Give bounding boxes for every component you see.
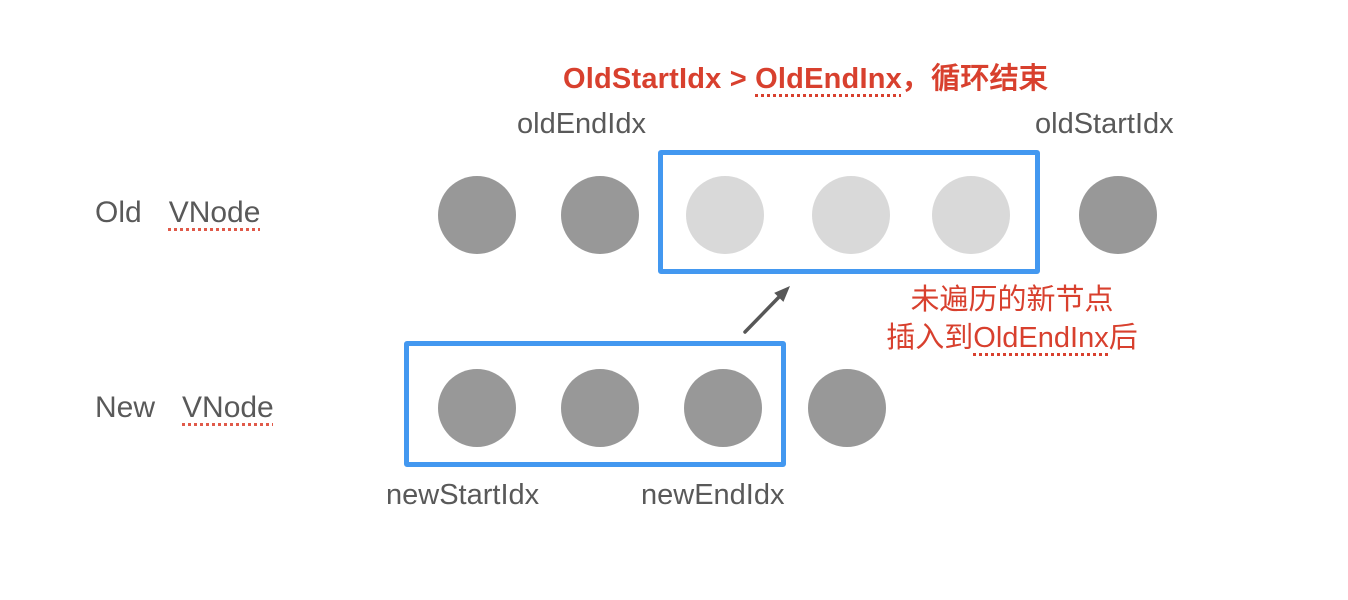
annotation-suffix: 后	[1108, 322, 1138, 355]
new-vnode-circle-2	[561, 369, 639, 447]
new-start-idx-label: newStartIdx	[386, 479, 540, 511]
new-end-idx-label: newEndIdx	[641, 479, 785, 511]
new-vnode-word: VNode	[182, 391, 274, 424]
headline-condition: OldStartIdx >	[563, 63, 756, 95]
old-vnode-circle-6	[1079, 176, 1157, 254]
new-vnode-circle-1	[438, 369, 516, 447]
old-vnode-circle-2	[561, 176, 639, 254]
old-end-idx-label: oldEndIdx	[517, 108, 646, 140]
headline-loop-end: ，循环结束	[901, 63, 1048, 95]
new-vnode-circle-3	[684, 369, 762, 447]
headline: OldStartIdx > OldEndInx，循环结束	[563, 55, 1048, 97]
annotation-line2: 插入到OldEndInx后	[836, 319, 1188, 357]
old-vnode-circle-1	[438, 176, 516, 254]
annotation-oldendinx: OldEndInx	[973, 322, 1109, 355]
old-unvisited-range-box	[658, 150, 1040, 274]
old-vnode-circle-5	[932, 176, 1010, 254]
insert-annotation: 未遍历的新节点 插入到OldEndInx后	[836, 281, 1188, 358]
old-vnode-circle-4	[812, 176, 890, 254]
old-vnode-row-label: Old VNode	[95, 196, 260, 230]
old-label-word: Old	[95, 196, 142, 229]
new-vnode-circle-4	[808, 369, 886, 447]
insert-arrow-icon	[743, 286, 790, 334]
annotation-line1: 未遍历的新节点	[910, 284, 1114, 316]
old-start-idx-label: oldStartIdx	[1035, 108, 1174, 140]
new-vnode-row-label: New VNode	[95, 391, 274, 425]
annotation-insert-prefix: 插入到	[886, 322, 974, 355]
old-vnode-word: VNode	[168, 196, 261, 229]
old-vnode-circle-3	[686, 176, 764, 254]
headline-oldendinx: OldEndInx	[755, 63, 902, 95]
new-label-word: New	[95, 391, 156, 424]
new-traversed-range-box	[404, 341, 786, 467]
